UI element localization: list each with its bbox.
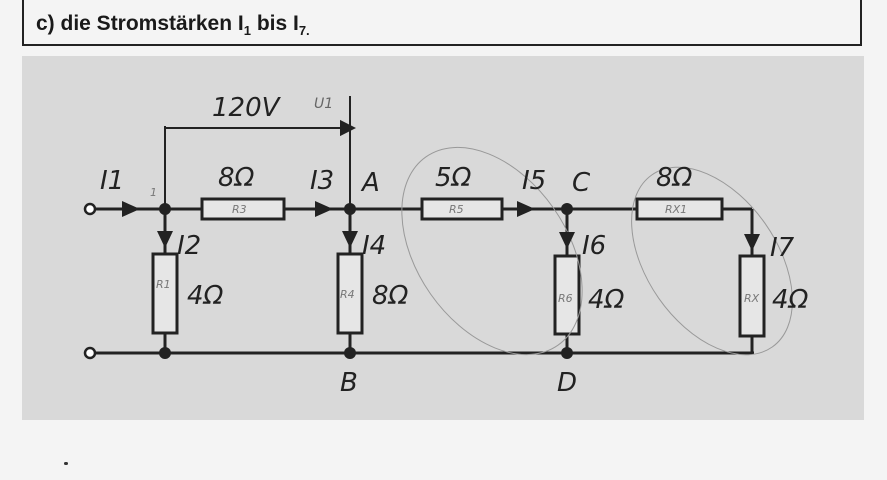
resistor-r5-value: 5Ω (435, 163, 472, 193)
circuit-diagram: 120V U1 I1 I2 I3 I4 I5 I6 I7 8Ω 5Ω 8Ω 4Ω… (83, 93, 809, 398)
junction-note: 1 (150, 186, 157, 199)
resistor-r4 (336, 252, 364, 335)
node-b-label: B (340, 368, 358, 398)
resistor-r6 (553, 254, 581, 336)
node-d-label: D (557, 368, 577, 398)
node-a-label: A (360, 168, 380, 198)
current-i5: I5 (522, 166, 546, 196)
arrow-i6 (559, 232, 575, 249)
task-sub-1: 1 (243, 23, 251, 39)
task-box: c) die Stromstärken I1 bis I7. (22, 0, 862, 46)
current-i3: I3 (310, 166, 334, 196)
arrow-i5 (517, 201, 535, 217)
arrow-voltage (340, 119, 356, 137)
pencil-ellipse-2 (631, 166, 793, 356)
resistor-r1-value: 4Ω (187, 281, 224, 311)
resistor-r3 (200, 197, 286, 221)
voltage-note: U1 (314, 96, 333, 112)
node-d-dot (561, 347, 573, 359)
arrow-i1 (122, 201, 140, 217)
node-1-dot (159, 203, 171, 215)
current-i2: I2 (177, 231, 201, 261)
resistor-r3-note: R3 (232, 203, 247, 216)
resistor-rx-value: 4Ω (772, 285, 809, 315)
resistor-r6-note: R6 (558, 292, 573, 305)
resistor-r5-note: R5 (449, 203, 464, 216)
pencil-ellipse-1 (401, 146, 583, 356)
node-c-dot (561, 203, 573, 215)
stray-mark (64, 462, 68, 465)
node-b-dot (344, 347, 356, 359)
task-question: c) die Stromstärken I1 bis I7. (36, 12, 310, 38)
current-i6: I6 (582, 231, 606, 261)
current-i1: I1 (100, 166, 124, 196)
arrow-i2 (157, 231, 173, 248)
resistor-rx1-note: RX1 (665, 203, 687, 216)
node-bottom-left-dot (159, 347, 171, 359)
arrow-i7 (744, 234, 760, 251)
resistor-r4-value: 8Ω (372, 281, 409, 311)
resistor-rx (738, 254, 766, 338)
task-prefix: c) die Stromstärken I (36, 12, 244, 35)
resistor-rx1 (635, 197, 724, 221)
voltage-label: 120V (212, 93, 282, 123)
resistor-rx1-value: 8Ω (656, 163, 693, 193)
resistor-r5 (420, 197, 504, 221)
node-a-dot (344, 203, 356, 215)
terminal-top (83, 202, 97, 216)
task-sub-7: 7. (298, 23, 310, 39)
terminal-bottom (83, 346, 97, 360)
resistor-r3-value: 8Ω (218, 163, 255, 193)
resistor-r1 (151, 252, 179, 335)
resistor-rx-note: RX (744, 292, 760, 305)
circuit-panel: 120V U1 I1 I2 I3 I4 I5 I6 I7 8Ω 5Ω 8Ω 4Ω… (22, 56, 864, 420)
task-mid: bis I (256, 12, 299, 35)
node-c-label: C (572, 168, 591, 198)
resistor-r1-note: R1 (156, 278, 171, 291)
arrow-i4 (342, 231, 358, 248)
resistor-r6-value: 4Ω (588, 285, 625, 315)
arrow-i3 (315, 201, 333, 217)
resistor-r4-note: R4 (340, 288, 355, 301)
current-i7: I7 (770, 233, 795, 263)
current-i4: I4 (362, 231, 386, 261)
